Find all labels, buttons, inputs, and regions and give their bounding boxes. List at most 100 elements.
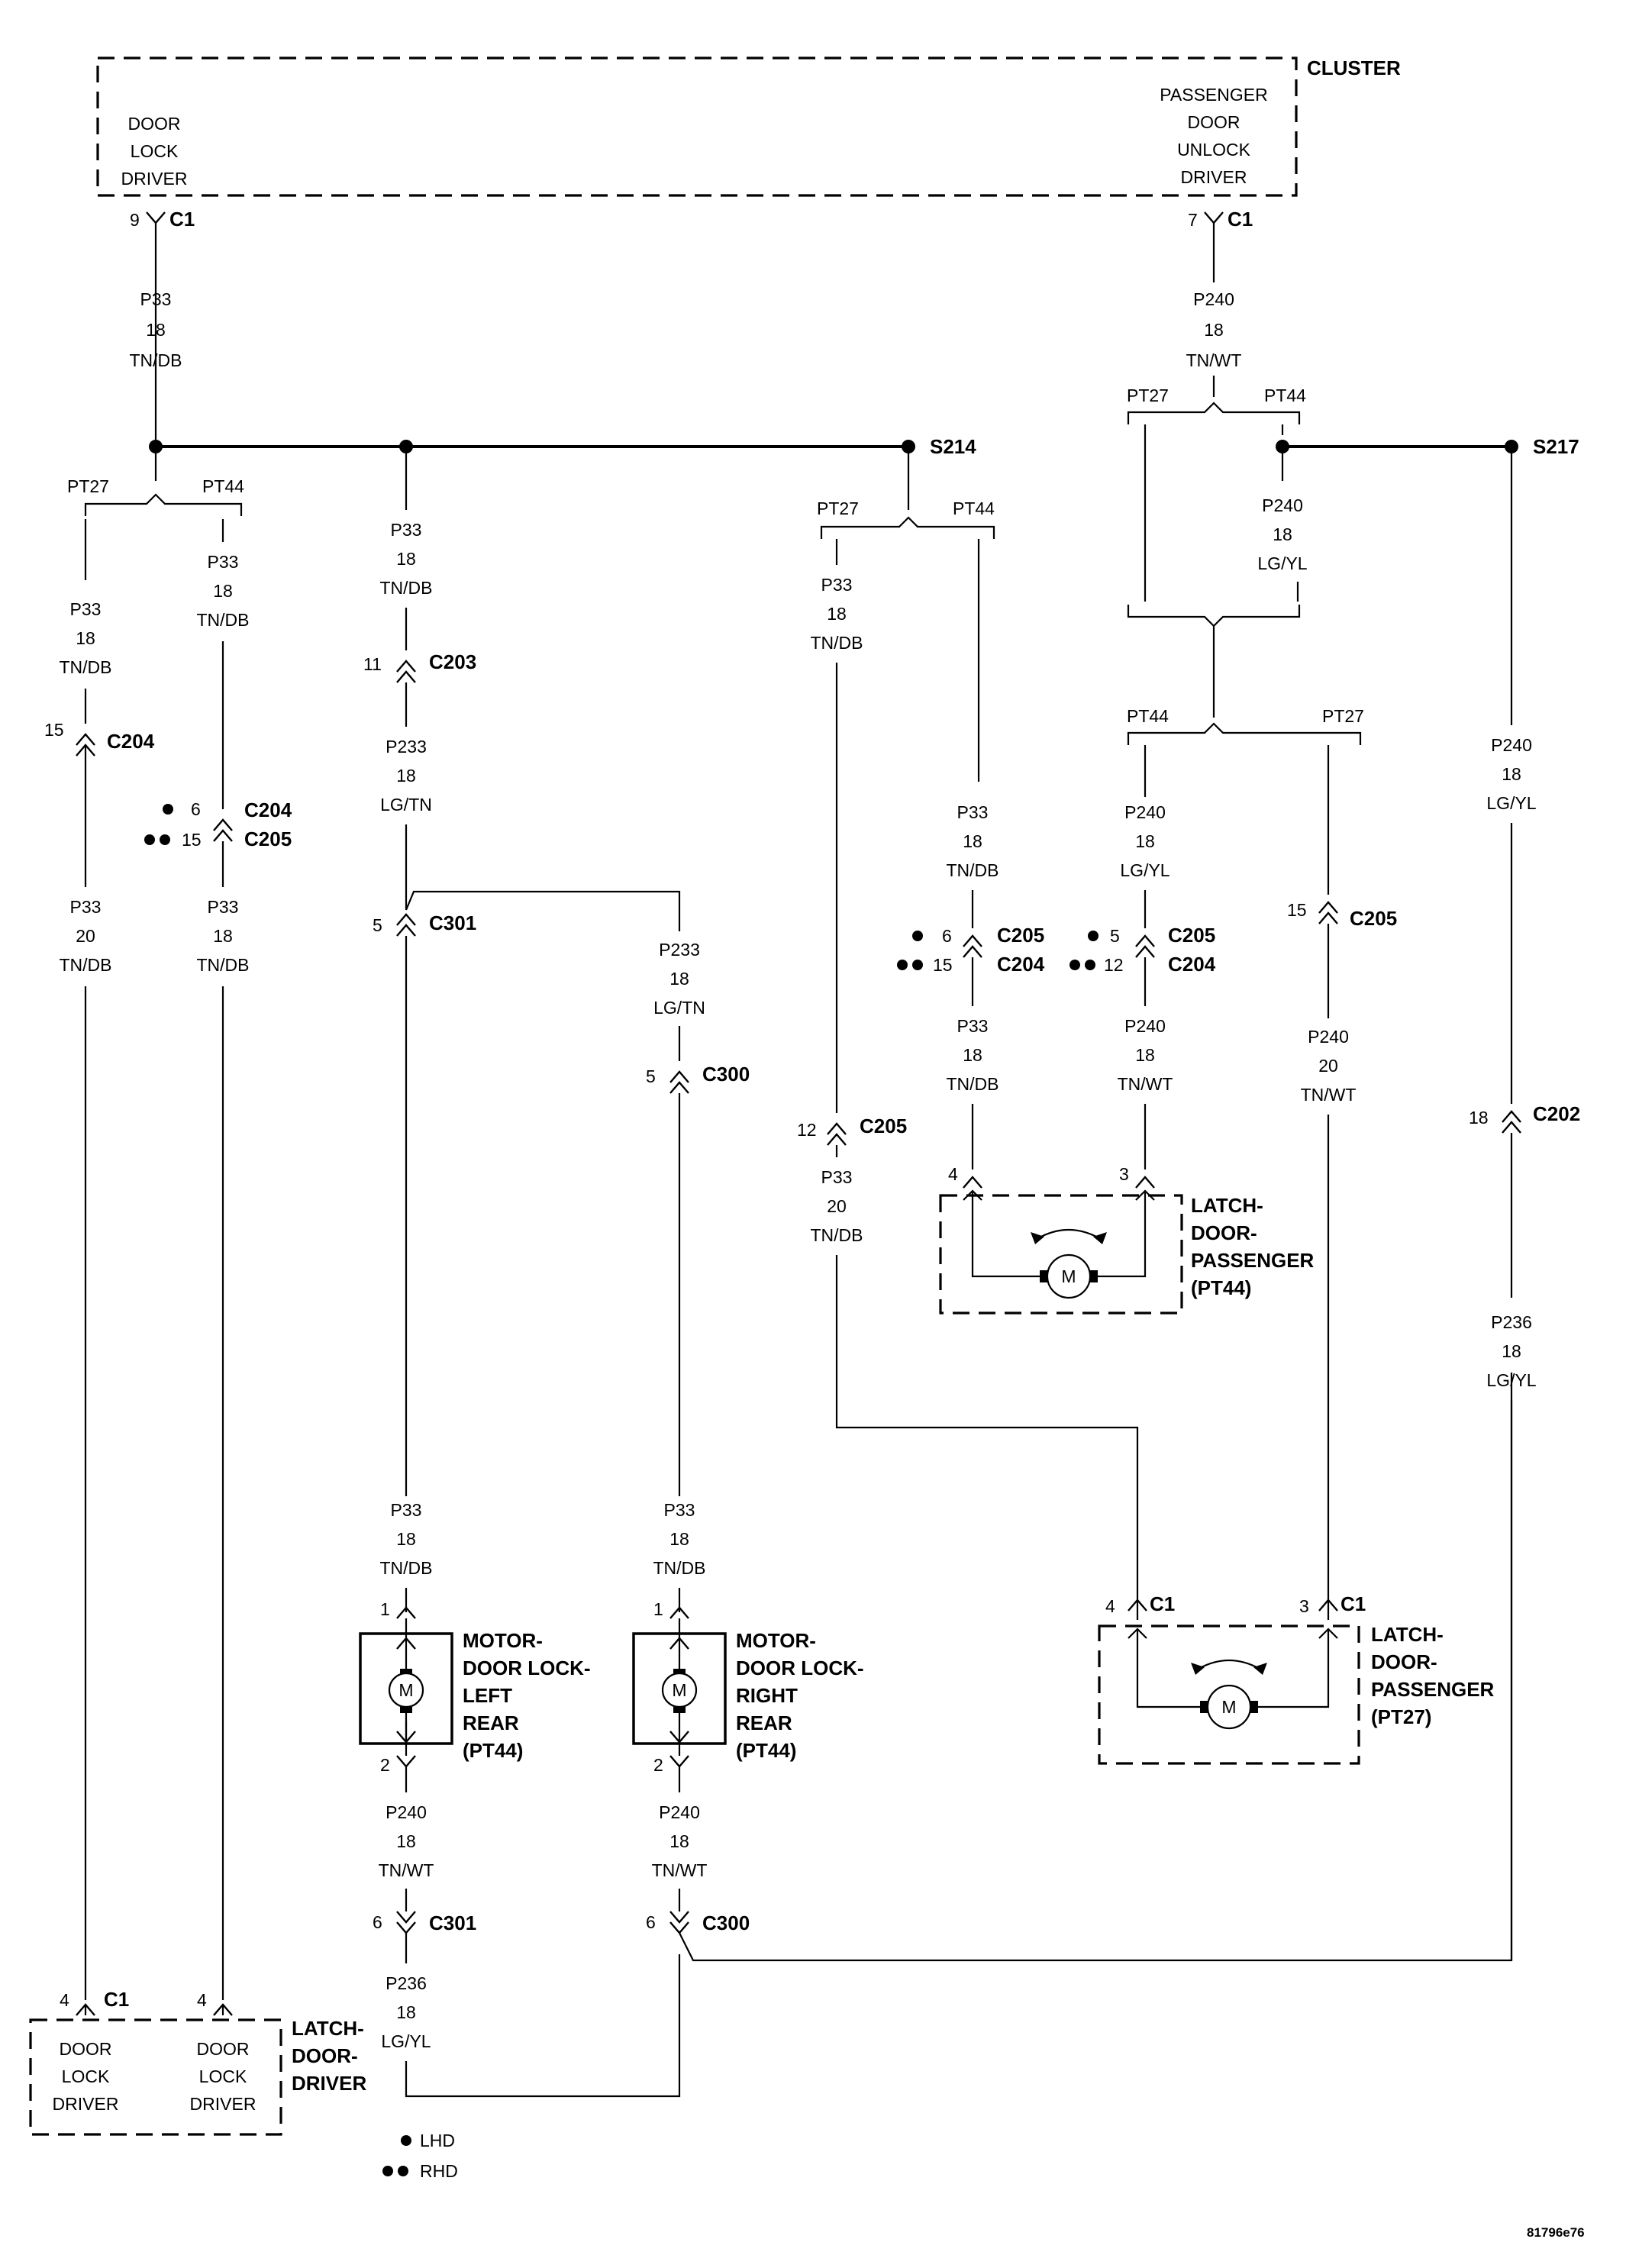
connector-motor-lr-pin2: 2 [380,1755,416,1775]
svg-text:15: 15 [44,720,64,740]
cluster-title: CLUSTER [1307,56,1401,79]
svg-text:18: 18 [1273,524,1292,544]
svg-text:C204: C204 [244,798,292,821]
svg-text:1: 1 [653,1599,663,1619]
svg-text:18: 18 [1204,320,1224,340]
svg-text:4: 4 [948,1164,958,1184]
motor-symbol: M [1221,1697,1236,1717]
latch-passenger-pt44-box [939,1194,1183,1315]
wire-label-p33-top: P33 18 TN/DB [130,289,182,370]
cluster-left-pin-label: DOOR LOCK DRIVER [121,114,188,189]
svg-text:TN/DB: TN/DB [130,350,182,370]
svg-text:TN/DB: TN/DB [947,1074,999,1094]
svg-text:P33: P33 [957,1016,989,1036]
svg-text:18: 18 [396,1529,416,1549]
splice-s214-label: S214 [930,435,976,458]
svg-text:4: 4 [197,1990,207,2010]
svg-text:LATCH-: LATCH- [1371,1623,1444,1646]
svg-text:20: 20 [1318,1056,1338,1076]
svg-text:18: 18 [669,1529,689,1549]
svg-text:TN/WT: TN/WT [379,1860,434,1880]
svg-text:3: 3 [1119,1164,1129,1184]
svg-text:DOOR: DOOR [128,114,181,134]
svg-text:P33: P33 [140,289,172,309]
wire-label-p236-right: P236 18 LG/YL [1486,1312,1536,1390]
svg-text:15: 15 [933,955,953,975]
wire-label-p240-motor-lr: P240 18 TN/WT [379,1802,434,1880]
svg-text:C205: C205 [1350,907,1397,930]
svg-text:2: 2 [380,1755,390,1775]
svg-text:15: 15 [182,830,202,850]
svg-text:PASSENGER: PASSENGER [1371,1678,1495,1701]
svg-text:C205: C205 [244,828,292,850]
svg-text:12: 12 [1104,955,1124,975]
cluster-right-pin-label: PASSENGER DOOR UNLOCK DRIVER [1160,85,1267,187]
svg-text:C204: C204 [997,953,1045,976]
splice-s217-label: S217 [1533,435,1579,458]
connector-c205-right: 15 C205 [1287,900,1397,930]
svg-text:P33: P33 [70,599,102,619]
svg-text:7: 7 [1188,210,1198,230]
motor-door-lock-left-rear: M [359,1618,453,1756]
svg-text:LOCK: LOCK [199,2066,247,2086]
wire-label-p236-bottom: P236 18 LG/YL [381,1973,431,2051]
option-pt27-left: PT27 [67,476,109,496]
svg-text:P33: P33 [821,1167,853,1187]
svg-text:C301: C301 [429,911,476,934]
svg-text:18: 18 [396,766,416,786]
svg-text:18: 18 [396,1831,416,1851]
svg-text:6: 6 [646,1912,656,1932]
svg-text:2: 2 [653,1755,663,1775]
connector-c204-left: 15 C204 [44,720,155,757]
svg-text:LG/TN: LG/TN [653,998,705,1018]
connector-c205-c204-b: 5 12 C205 C204 [1069,924,1216,976]
svg-text:LG/YL: LG/YL [1486,793,1536,813]
svg-text:DRIVER: DRIVER [121,169,188,189]
option-pt44-lower: PT44 [1127,706,1169,726]
wire-label-p240-tnwt-pt44-low: P240 18 TN/WT [1118,1016,1173,1094]
svg-text:P240: P240 [1308,1027,1349,1047]
svg-text:P240: P240 [1193,289,1234,309]
connector-latch-pass-pt44-b: 3 [1119,1164,1155,1189]
svg-text:18: 18 [1135,1045,1155,1065]
svg-text:TN/WT: TN/WT [1186,350,1242,370]
svg-text:P240: P240 [386,1802,427,1822]
wire-label-p33-s214-pt44: P33 18 TN/DB [947,802,999,880]
svg-text:3: 3 [1299,1596,1309,1616]
wire-label-p33-s214-pt44-low: P33 18 TN/DB [947,1016,999,1094]
svg-text:C300: C300 [702,1912,750,1934]
connector-latch-driver-pin2: 4 [197,1990,233,2016]
svg-text:DOOR-: DOOR- [292,2044,358,2067]
svg-text:P33: P33 [208,897,239,917]
svg-text:18: 18 [827,604,847,624]
motor-symbol: M [398,1680,413,1700]
svg-text:12: 12 [797,1120,817,1140]
cluster-box [96,56,1298,197]
svg-text:REAR: REAR [463,1711,519,1734]
svg-text:(PT44): (PT44) [736,1739,796,1762]
svg-text:5: 5 [373,915,382,935]
svg-text:TN/DB: TN/DB [380,578,433,598]
connector-motor-lr-pin1: 1 [380,1599,416,1619]
svg-text:MOTOR-: MOTOR- [736,1629,816,1652]
svg-text:C1: C1 [1340,1592,1366,1615]
svg-text:18: 18 [396,549,416,569]
svg-text:4: 4 [60,1990,69,2010]
svg-text:REAR: REAR [736,1711,792,1734]
svg-text:C204: C204 [107,730,155,753]
latch-passenger-pt27-box [1098,1624,1360,1765]
wire-label-p33-motor-rr: P33 18 TN/DB [653,1500,706,1578]
svg-text:P33: P33 [821,575,853,595]
connector-motor-rr-pin2: 2 [653,1755,689,1775]
svg-text:18: 18 [963,1045,982,1065]
svg-text:P240: P240 [1262,495,1303,515]
svg-text:DRIVER: DRIVER [53,2094,119,2114]
wire-label-p33-s214-pt27: P33 18 TN/DB [811,575,863,653]
svg-text:P33: P33 [664,1500,695,1520]
svg-text:P233: P233 [386,737,427,757]
svg-text:18: 18 [1502,764,1521,784]
svg-text:6: 6 [942,926,952,946]
svg-text:LG/YL: LG/YL [1257,553,1307,573]
svg-text:5: 5 [1110,926,1120,946]
